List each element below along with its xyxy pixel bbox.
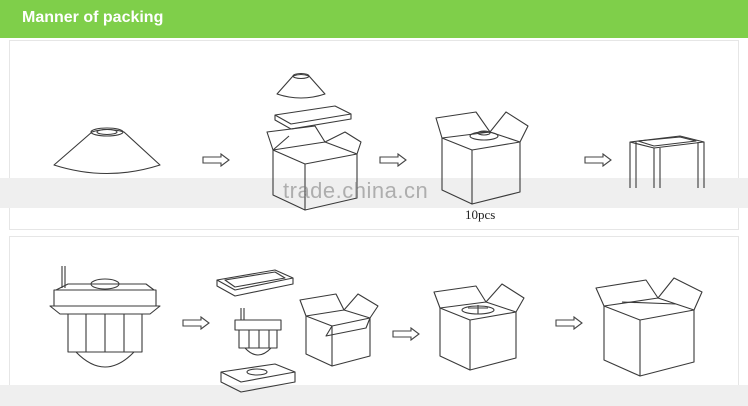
section-header: Manner of packing — [0, 0, 748, 38]
shade-into-box-illustration — [266, 72, 362, 211]
watermark-band — [0, 178, 748, 208]
packed-lamp-in-carton-illustration — [433, 283, 525, 371]
watermark-text: trade.china.cn — [283, 178, 429, 203]
arrow-icon — [392, 326, 420, 342]
arrow-icon — [202, 152, 230, 168]
sealed-carton-illustration — [629, 135, 705, 188]
open-carton-illustration — [299, 293, 379, 367]
packing-row-lamp-body — [9, 236, 739, 402]
footer-band — [0, 385, 748, 406]
arrow-icon — [379, 152, 407, 168]
section-title: Manner of packing — [22, 9, 164, 26]
lampshade-illustration — [53, 127, 161, 174]
arrow-icon — [584, 152, 612, 168]
quantity-label: 10pcs — [465, 207, 496, 222]
stacked-shades-in-box-illustration — [435, 111, 529, 205]
highbay-lamp-illustration — [49, 266, 161, 368]
lamp-with-foam-inserts-illustration — [216, 269, 296, 393]
arrow-icon — [555, 315, 583, 331]
arrow-icon — [182, 315, 210, 331]
closed-carton-illustration — [595, 277, 703, 377]
